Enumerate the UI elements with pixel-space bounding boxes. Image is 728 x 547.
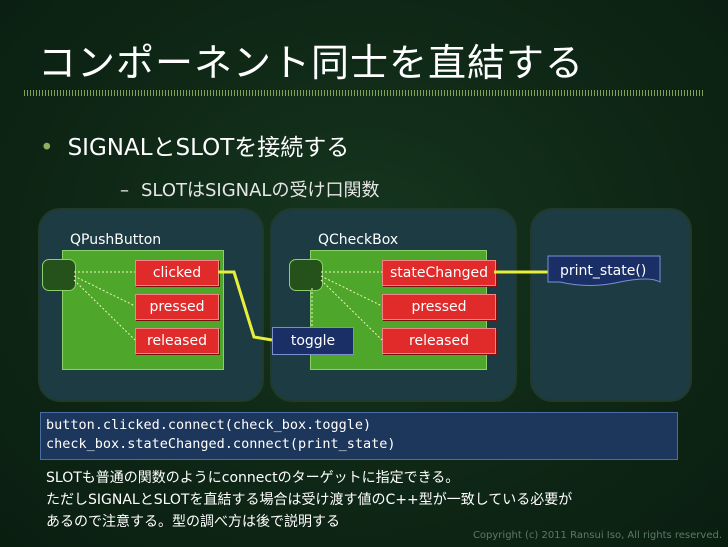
check-box-signal-released: released — [382, 328, 496, 354]
push-button-signal-released: released — [135, 328, 219, 354]
bullet-level1-text: SIGNALとSLOTを接続する — [67, 135, 350, 161]
code-line-1: button.clicked.connect(check_box.toggle) — [46, 417, 372, 433]
bullet-level2-text: SLOTはSIGNALの受け口関数 — [141, 180, 380, 201]
function-panel — [530, 208, 692, 402]
print-state-label: print_state() — [560, 263, 646, 279]
push-button-signal-pressed: pressed — [135, 294, 219, 320]
note-line-2: ただしSIGNALとSLOTを直結する場合は受け渡す値のC++型が一致している必… — [46, 492, 573, 508]
signal-connections — [218, 270, 548, 342]
bullet-level2: –SLOTはSIGNALの受け口関数 — [120, 176, 379, 202]
push-button-label: QPushButton — [70, 232, 162, 248]
link-pb-released — [73, 279, 136, 341]
internal-links — [73, 271, 383, 341]
push-button-knob — [42, 259, 76, 291]
bullet-level1: • SIGNALとSLOTを接続する — [40, 128, 349, 162]
check-box-label: QCheckBox — [318, 232, 399, 248]
code-box — [40, 412, 678, 460]
page-title: コンポーネント同士を直結する — [38, 41, 585, 85]
bullet-dot-icon: • — [40, 135, 54, 161]
check-box-signal-pressed: pressed — [382, 294, 496, 320]
check-box-slot-toggle: toggle — [272, 327, 354, 355]
check-box-signal-statechanged: stateChanged — [382, 260, 496, 286]
link-cb-released — [320, 279, 383, 341]
push-button-signal-clicked: clicked — [135, 260, 219, 286]
note-line-1: SLOTも普通の関数のようにconnectのターゲットに指定できる。 — [46, 470, 460, 486]
print-state-function-shape — [547, 255, 661, 286]
title-divider — [24, 90, 704, 96]
link-pb-pressed — [73, 275, 136, 307]
code-line-2: check_box.stateChanged.connect(print_sta… — [46, 436, 396, 452]
note-line-3: あるので注意する。型の調べ方は後で説明する — [46, 514, 340, 530]
copyright-text: Copyright (c) 2011 Ransui Iso, All right… — [472, 530, 722, 541]
bullet-dash-icon: – — [120, 180, 129, 201]
wire-clicked-to-toggle — [218, 270, 273, 342]
check-box-knob — [289, 259, 323, 291]
link-cb-pressed — [320, 275, 383, 307]
